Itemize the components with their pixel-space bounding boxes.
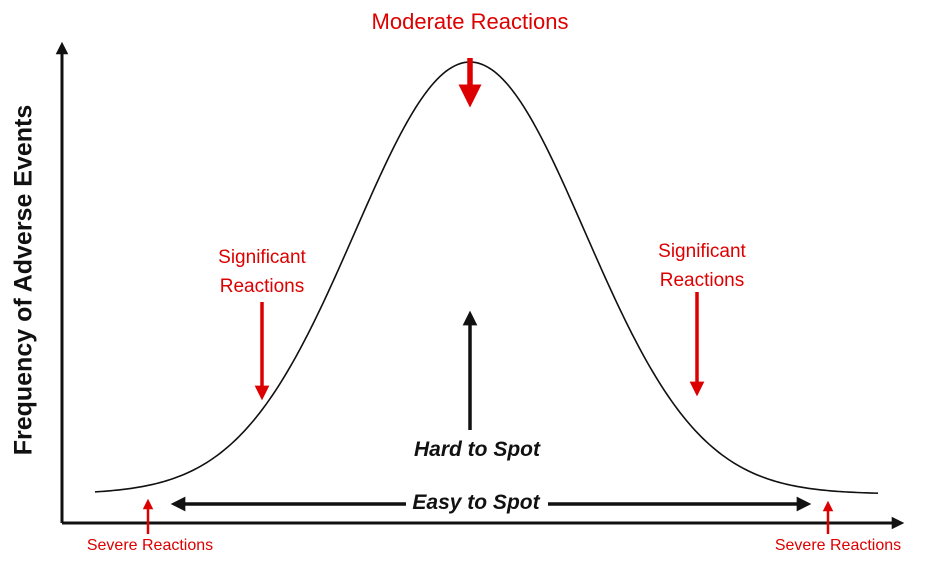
severe-reactions-right-label: Severe Reactions xyxy=(774,537,902,554)
significant-reactions-right-label: Significant Reactions xyxy=(658,237,746,296)
significant-right-line2: Reactions xyxy=(659,270,745,292)
significant-left-line1: Significant xyxy=(218,247,306,268)
significant-reactions-left-label: Significant Reactions xyxy=(218,243,306,302)
moderate-reactions-label: Moderate Reactions xyxy=(371,9,569,34)
y-axis-label: Frequency of Adverse Events xyxy=(9,104,38,456)
easy-to-spot-label: Easy to Spot xyxy=(412,491,540,514)
hard-to-spot-label: Hard to Spot xyxy=(414,438,540,461)
severe-reactions-left-label: Severe Reactions xyxy=(86,537,214,554)
bell-curve-path xyxy=(94,61,879,494)
significant-left-line2: Reactions xyxy=(219,276,305,298)
significant-right-line1: Significant xyxy=(658,241,746,262)
